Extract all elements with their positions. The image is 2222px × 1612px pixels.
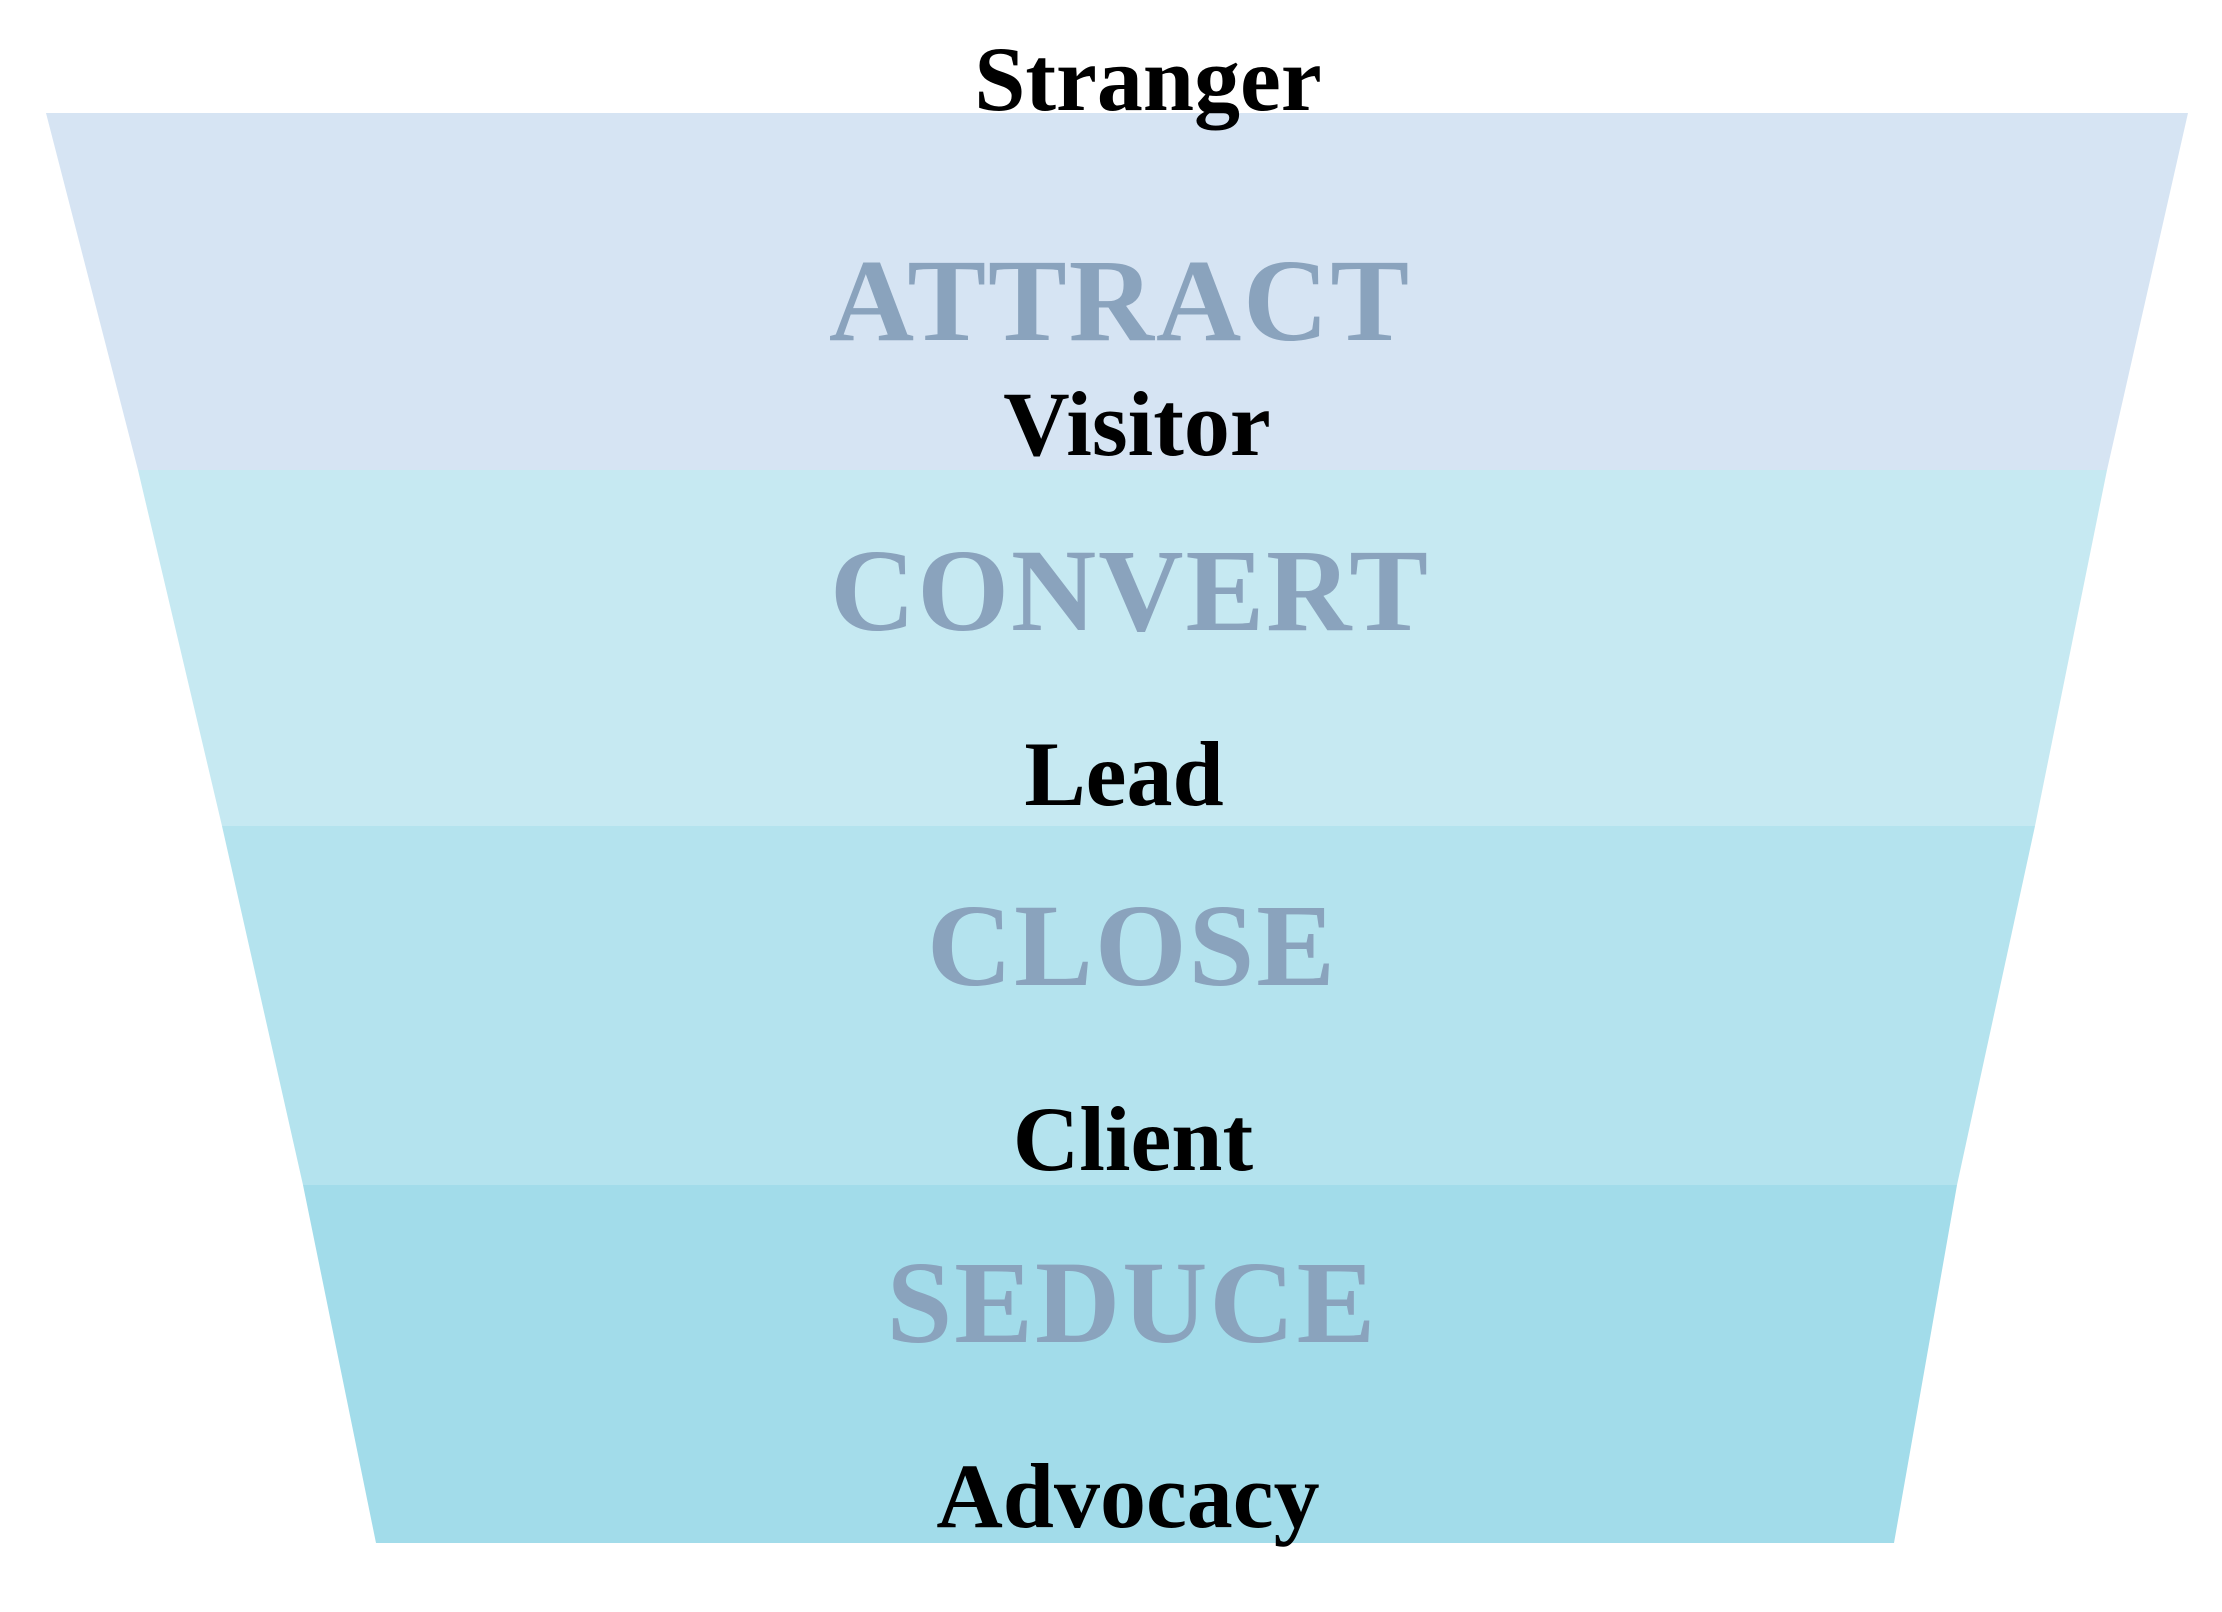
- label-lead: Lead: [1024, 723, 1223, 825]
- funnel-band-attract: [46, 113, 2188, 470]
- label-visitor: Visitor: [1003, 373, 1270, 475]
- stage-label-seduce: SEDUCE: [887, 1237, 1378, 1368]
- stage-label-convert: CONVERT: [830, 525, 1430, 656]
- funnel-band-seduce: [303, 1185, 1957, 1543]
- label-stranger: Stranger: [974, 28, 1321, 130]
- funnel-band-convert: [138, 470, 2107, 826]
- label-advocacy: Advocacy: [936, 1445, 1319, 1547]
- stage-label-close: CLOSE: [927, 880, 1337, 1011]
- label-client: Client: [1013, 1088, 1254, 1190]
- funnel-band-close: [222, 826, 2035, 1185]
- stage-label-attract: ATTRACT: [829, 235, 1411, 366]
